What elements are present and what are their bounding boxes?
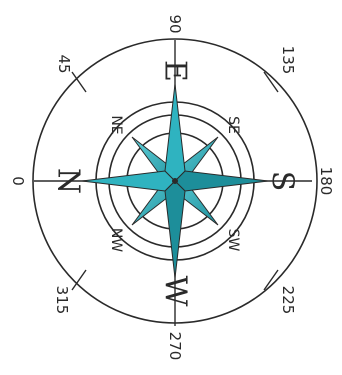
label-south: S <box>265 171 300 192</box>
label-nw: NW <box>108 228 124 252</box>
label-ne: NE <box>108 115 124 134</box>
degree-90: 90 <box>166 14 184 33</box>
star-center <box>172 178 178 184</box>
label-se: SE <box>225 116 241 134</box>
label-sw: SW <box>225 229 241 252</box>
degree-135: 135 <box>279 46 297 75</box>
label-north: N <box>51 168 86 194</box>
degree-0: 0 <box>9 176 27 186</box>
label-west: W <box>158 276 193 307</box>
degree-225: 225 <box>279 286 297 315</box>
star-point-e <box>165 84 185 181</box>
star-point-w <box>165 181 185 278</box>
degree-45: 45 <box>55 54 73 73</box>
label-east: E <box>158 60 193 82</box>
degree-180: 180 <box>317 167 335 196</box>
degree-315: 315 <box>53 286 71 315</box>
degree-270: 270 <box>166 332 184 361</box>
